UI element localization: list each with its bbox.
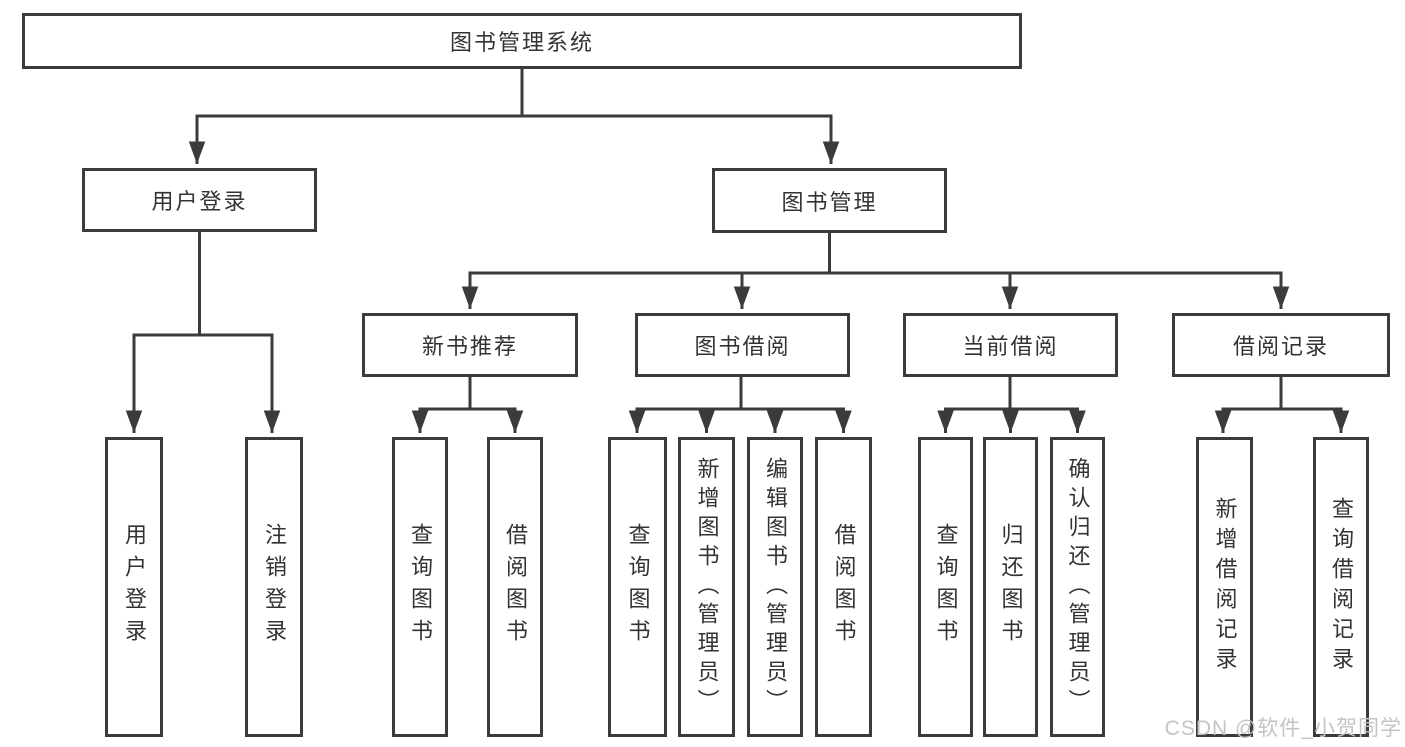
leaf-add-book-admin: 新增图书（管理员） [678,437,735,737]
leaf-add-borrow-record: 新增借阅记录 [1196,437,1253,737]
leaf-query-books-3: 查询图书 [918,437,973,737]
leaf-logout: 注销登录 [245,437,303,737]
leaf-user-login: 用户登录 [105,437,163,737]
leaf-query-borrow-record: 查询借阅记录 [1313,437,1369,737]
leaf-query-books-1: 查询图书 [392,437,448,737]
leaf-borrow-books-2: 借阅图书 [815,437,872,737]
node-new-book-recommend: 新书推荐 [362,313,578,377]
leaf-borrow-books-1: 借阅图书 [487,437,543,737]
leaf-return-book: 归还图书 [983,437,1038,737]
leaf-confirm-return-admin: 确认归还（管理员） [1050,437,1105,737]
node-borrow-records: 借阅记录 [1172,313,1390,377]
node-library-system: 图书管理系统 [22,13,1022,69]
node-book-borrow: 图书借阅 [635,313,850,377]
node-user-login: 用户登录 [82,168,317,232]
node-book-management: 图书管理 [712,168,947,233]
node-current-borrow: 当前借阅 [903,313,1118,377]
leaf-query-books-2: 查询图书 [608,437,667,737]
leaf-edit-book-admin: 编辑图书（管理员） [747,437,803,737]
csdn-watermark: CSDN @软件_小贺同学 [1164,717,1402,740]
